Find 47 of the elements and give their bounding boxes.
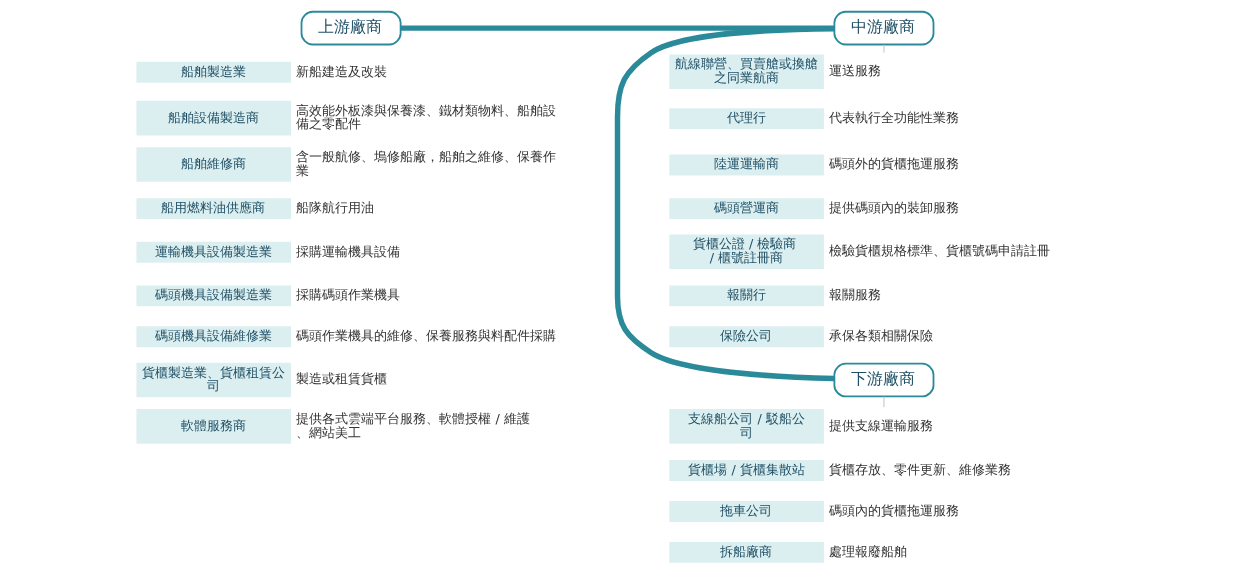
node-box: 上游廠商 (300, 10, 402, 46)
node-box: 貨櫃公證 / 檢驗商 / 櫃號註冊商 (669, 234, 824, 270)
node-box: 中游廠商 (833, 10, 935, 46)
node-label: 代表執行全功能性業務 (829, 109, 960, 125)
node-box: 碼頭機具設備維修業 (136, 326, 292, 348)
node-label: 提供支線運輸服務 (829, 417, 934, 433)
node-label: 檢驗貨櫃規格標準、貨櫃號碼申請註冊 (829, 243, 1051, 259)
connector (883, 396, 885, 408)
node-box: 貨櫃場 / 貨櫃集散站 (669, 460, 824, 481)
node-box: 運輸機具設備製造業 (136, 241, 292, 263)
node-label: 採購運輸機具設備 (296, 243, 401, 259)
node-box: 貨櫃製造業、貨櫃租賃公司 (136, 362, 292, 398)
node-box: 支線船公司 / 駁船公司 (669, 409, 824, 444)
node-label: 貨櫃存放、零件更新、維修業務 (829, 461, 1012, 477)
node-box: 船舶設備製造商 (136, 100, 292, 136)
connector (614, 25, 835, 382)
node-box: 拆船廠商 (669, 541, 824, 563)
node-box: 陸運運輸商 (669, 154, 824, 176)
node-box: 軟體服務商 (136, 409, 292, 444)
node-label: 製造或租賃貨櫃 (296, 371, 388, 387)
node-label: 碼頭外的貨櫃拖運服務 (829, 156, 960, 172)
node-label: 高效能外板漆與保養漆、鐵材類物料、船舶設備之零配件 (296, 102, 557, 132)
node-box: 船舶製造業 (136, 61, 292, 83)
node-label: 採購碼頭作業機具 (296, 287, 401, 303)
node-label: 碼頭內的貨櫃拖運服務 (829, 502, 960, 518)
node-box: 代理行 (669, 108, 824, 130)
node-box: 碼頭機具設備製造業 (136, 285, 292, 307)
node-label: 提供各式雲端平台服務、軟體授權 / 維護、網站美工 (296, 410, 530, 440)
node-box: 碼頭營運商 (669, 198, 824, 220)
node-label: 提供碼頭內的裝卸服務 (829, 199, 960, 215)
connector (883, 44, 885, 54)
connector (400, 25, 835, 31)
node-label: 承保各類相關保險 (829, 328, 934, 344)
node-box: 船舶維修商 (136, 147, 292, 182)
node-box: 航線聯營、買賣艙或換艙之同業航商 (669, 54, 824, 90)
node-box: 拖車公司 (669, 500, 824, 522)
node-label: 碼頭作業機具的維修、保養服務與料配件採購 (296, 328, 557, 344)
node-label: 船隊航行用油 (296, 199, 375, 215)
node-box: 保險公司 (669, 326, 824, 348)
node-label: 處理報廢船舶 (829, 543, 908, 559)
node-box: 報關行 (669, 285, 824, 307)
node-label: 運送服務 (829, 63, 882, 79)
node-label: 報關服務 (829, 287, 882, 303)
node-box: 船用燃料油供應商 (136, 198, 292, 220)
node-label: 含一般航修、塢修船廠，船舶之維修、保養作業 (296, 149, 557, 178)
node-label: 新船建造及改裝 (296, 63, 388, 79)
node-box: 下游廠商 (833, 362, 935, 398)
